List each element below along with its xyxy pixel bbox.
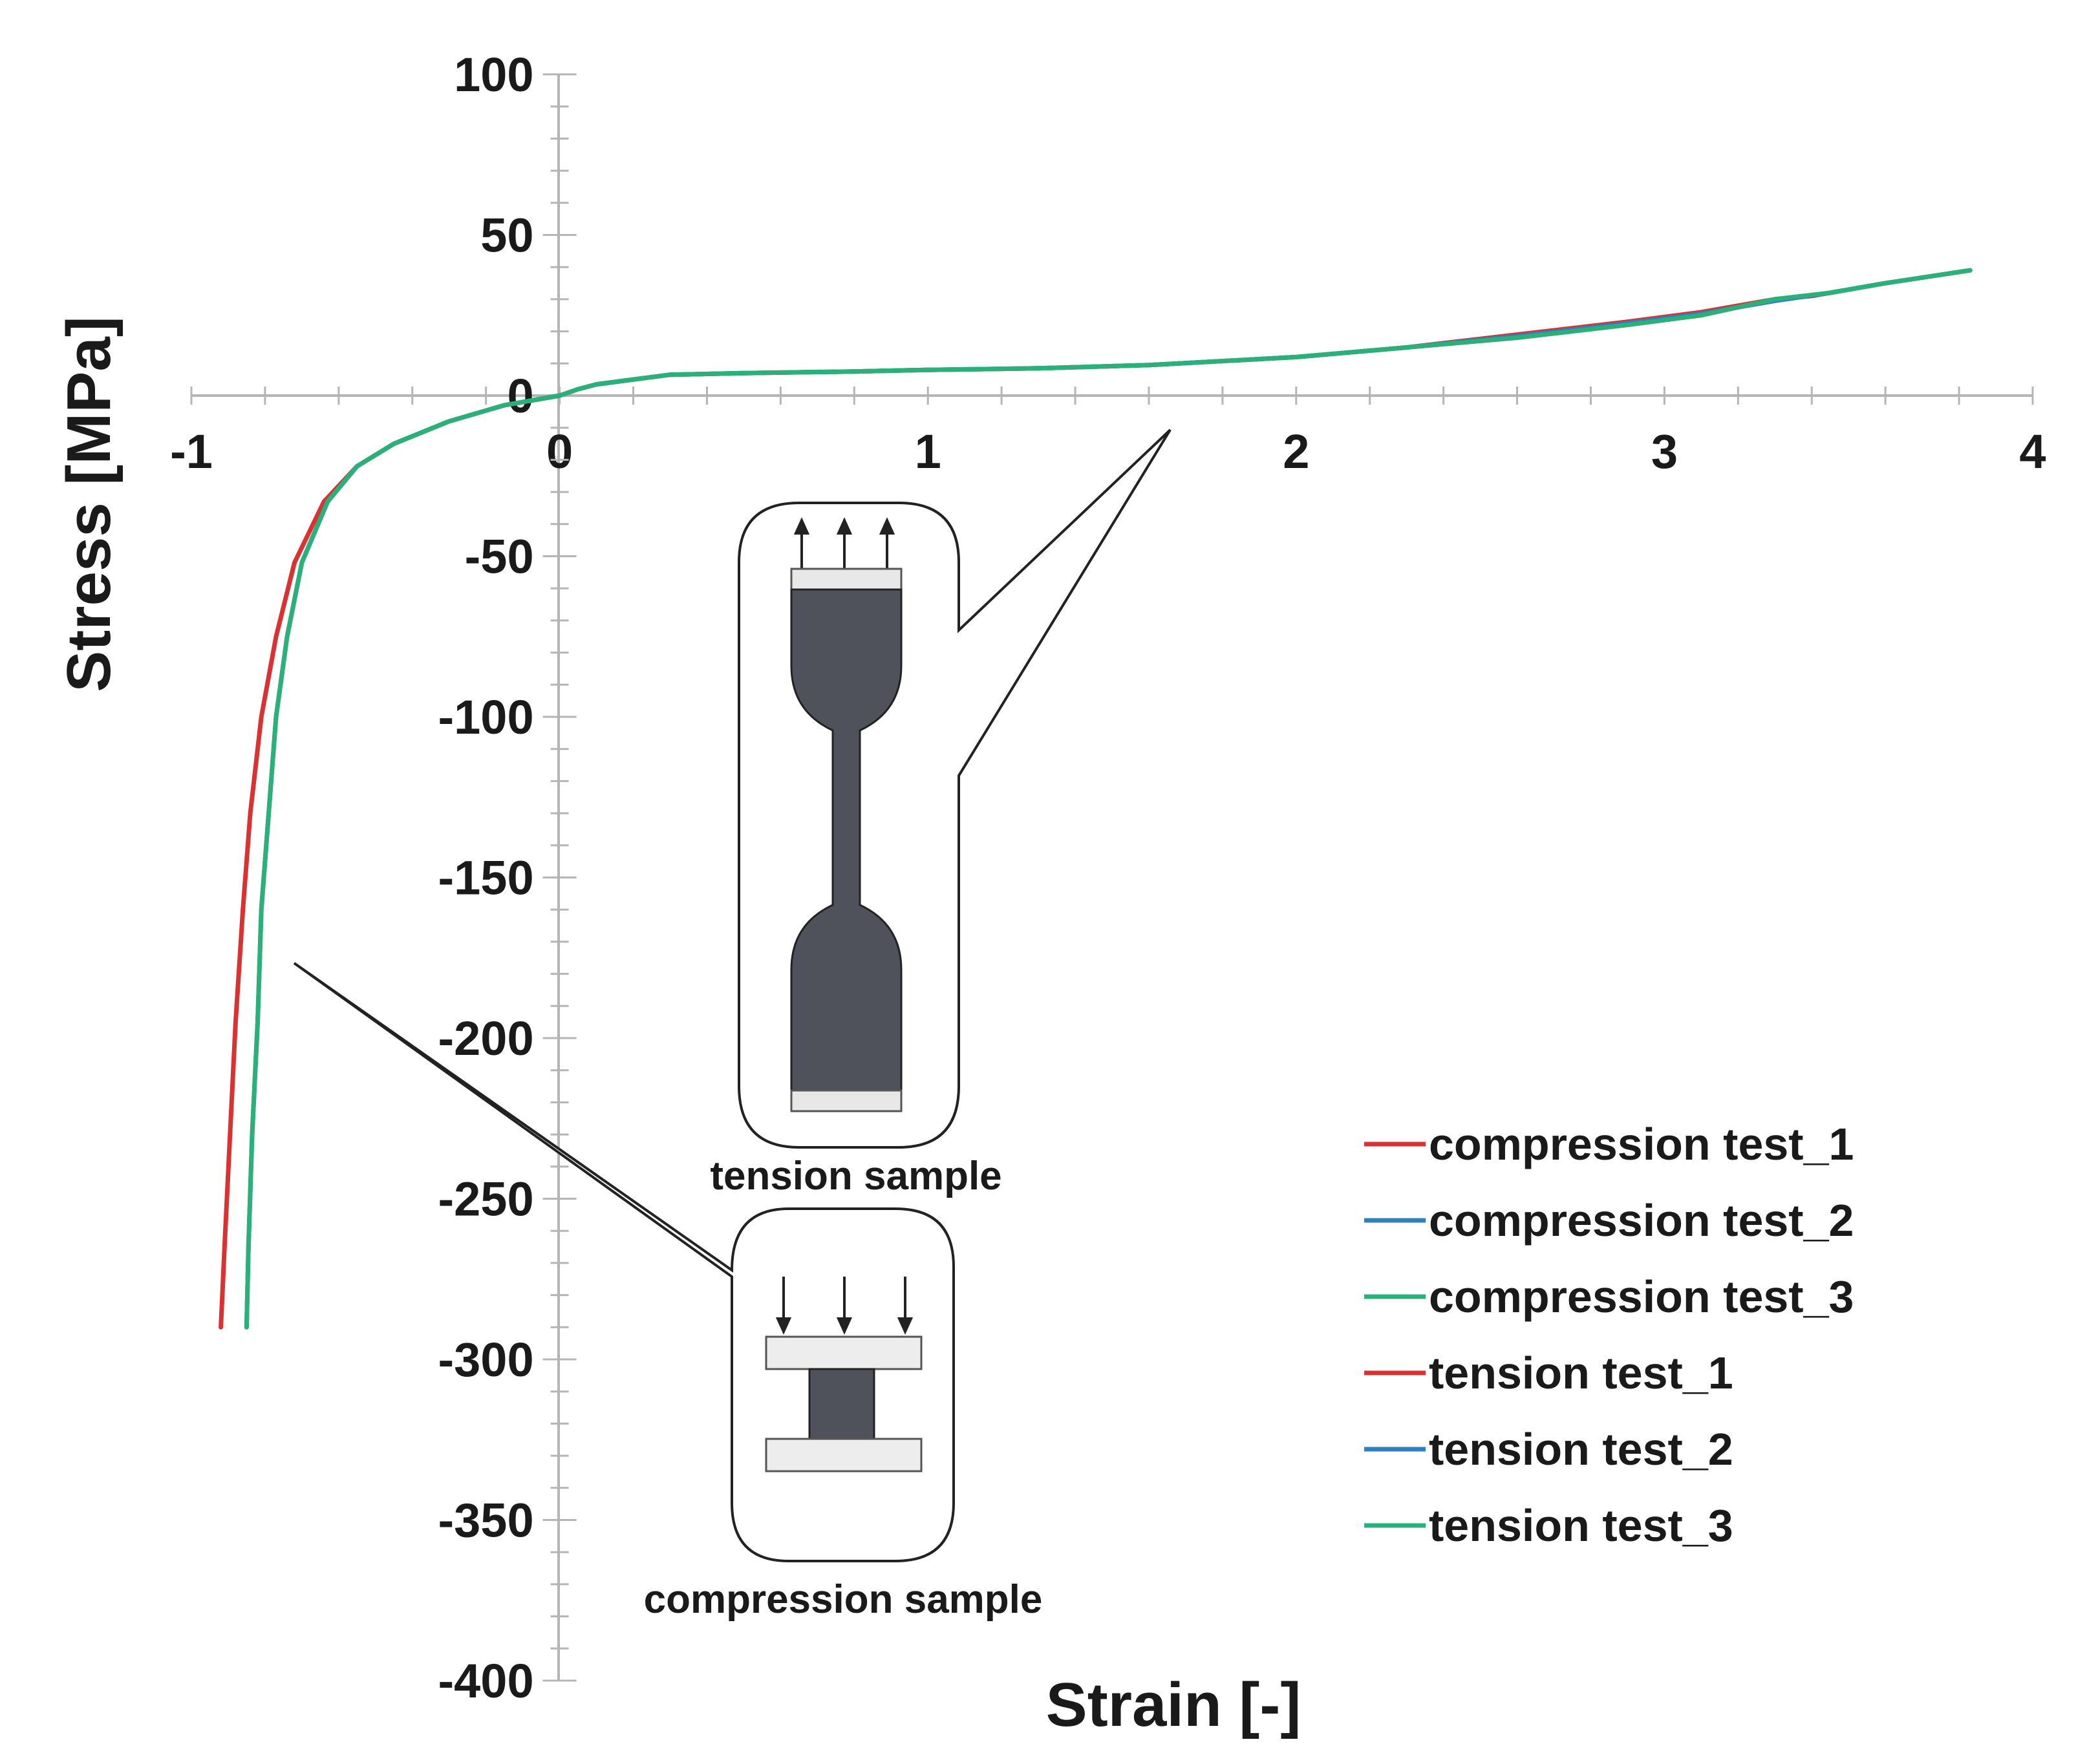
legend-label: compression test_1	[1429, 1119, 1854, 1169]
compression-arrows	[775, 1277, 914, 1335]
x-ticks: -1 0 1 2 3 4	[170, 387, 2046, 478]
y-tick-label: -300	[438, 1333, 533, 1387]
legend-label: tension test_1	[1429, 1348, 1733, 1398]
series-line-6	[557, 268, 1973, 398]
legend-label: tension test_3	[1429, 1500, 1733, 1551]
compression-cylinder-specimen	[808, 1368, 875, 1440]
series-line-5	[557, 268, 1973, 398]
y-tick-label: -250	[438, 1173, 533, 1226]
y-tick-label: -100	[438, 690, 533, 744]
x-axis-title: Strain [-]	[1046, 1670, 1301, 1739]
y-tick-label: -400	[438, 1654, 533, 1708]
compression-top-plate	[765, 1335, 923, 1370]
x-tick-label: 3	[1651, 425, 1678, 478]
series-layer	[219, 268, 1973, 1330]
x-tick-label: 2	[1283, 425, 1309, 478]
y-tick-label: -350	[438, 1494, 533, 1547]
y-tick-label: -150	[438, 851, 533, 905]
compression-sample-inset: compression sample	[293, 962, 1043, 1622]
tension-arrows	[793, 517, 895, 569]
x-tick-label: 1	[915, 425, 941, 478]
tension-bottom-grip	[790, 1089, 903, 1112]
x-tick-label: 4	[2019, 425, 2046, 478]
y-tick-label: 100	[454, 48, 533, 101]
series-line-3	[244, 393, 562, 1330]
tension-sample-label: tension sample	[710, 1154, 1001, 1198]
y-tick-label: -200	[438, 1012, 533, 1065]
series-line-4	[557, 268, 1973, 398]
compression-sample-label: compression sample	[644, 1577, 1043, 1622]
legend-label: tension test_2	[1429, 1424, 1733, 1474]
x-tick-label: -1	[170, 425, 213, 478]
legend-label: compression test_3	[1429, 1271, 1854, 1322]
tension-top-grip	[790, 568, 903, 591]
y-tick-label: -50	[465, 530, 534, 584]
y-axis-title: Stress [MPa]	[54, 316, 123, 692]
compression-callout-outline	[293, 962, 955, 1562]
x-tick-label: 0	[546, 425, 573, 478]
y-tick-label: 0	[507, 369, 533, 423]
y-tick-label: 50	[480, 209, 533, 262]
compression-bottom-plate	[765, 1438, 923, 1472]
legend-label: compression test_2	[1429, 1195, 1854, 1246]
tension-sample-inset: tension sample	[710, 429, 1172, 1198]
legend: compression test_1 compression test_2comp…	[1364, 1119, 1854, 1551]
